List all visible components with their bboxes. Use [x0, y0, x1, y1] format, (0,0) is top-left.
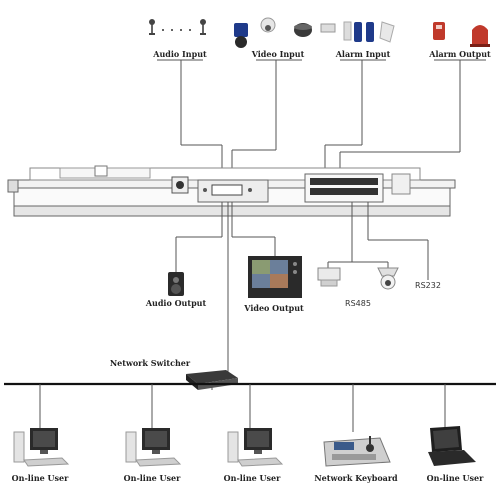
video-input-label: Video Input	[251, 49, 305, 59]
video-output-label: Video Output	[243, 303, 304, 313]
audio-output-label: Audio Output	[145, 298, 207, 308]
microphone-icon	[149, 19, 206, 35]
speaker-icon	[168, 272, 184, 296]
client-drop-wires	[39, 384, 446, 432]
network-switcher-label: Network Switcher	[110, 358, 191, 368]
client-label-1: On-line User	[12, 473, 69, 483]
monitor-icon	[248, 256, 302, 298]
input-wires	[180, 60, 461, 180]
alarm-input-label: Alarm Input	[335, 49, 391, 59]
audio-input-label: Audio Input	[152, 49, 207, 59]
output-wires	[175, 202, 429, 372]
alarm-output-label: Alarm Output	[428, 49, 491, 59]
keyboard-icon	[323, 436, 391, 467]
keyboard-label: Network Keyboard	[314, 473, 398, 483]
laptop-icon	[428, 426, 476, 466]
client-label-2: On-line User	[124, 473, 181, 483]
client-label-5: On-line User	[427, 473, 484, 483]
client-label-3: On-line User	[224, 473, 281, 483]
computer-icon	[13, 428, 70, 467]
ptz-camera-icon	[317, 267, 399, 290]
rs232-label: RS232	[415, 281, 441, 290]
computer-icon	[227, 428, 284, 467]
sensor-icon	[343, 21, 395, 43]
camera-icon	[234, 17, 336, 48]
rs485-label: RS485	[345, 299, 371, 308]
siren-icon	[433, 22, 490, 47]
computer-icon	[125, 428, 182, 467]
